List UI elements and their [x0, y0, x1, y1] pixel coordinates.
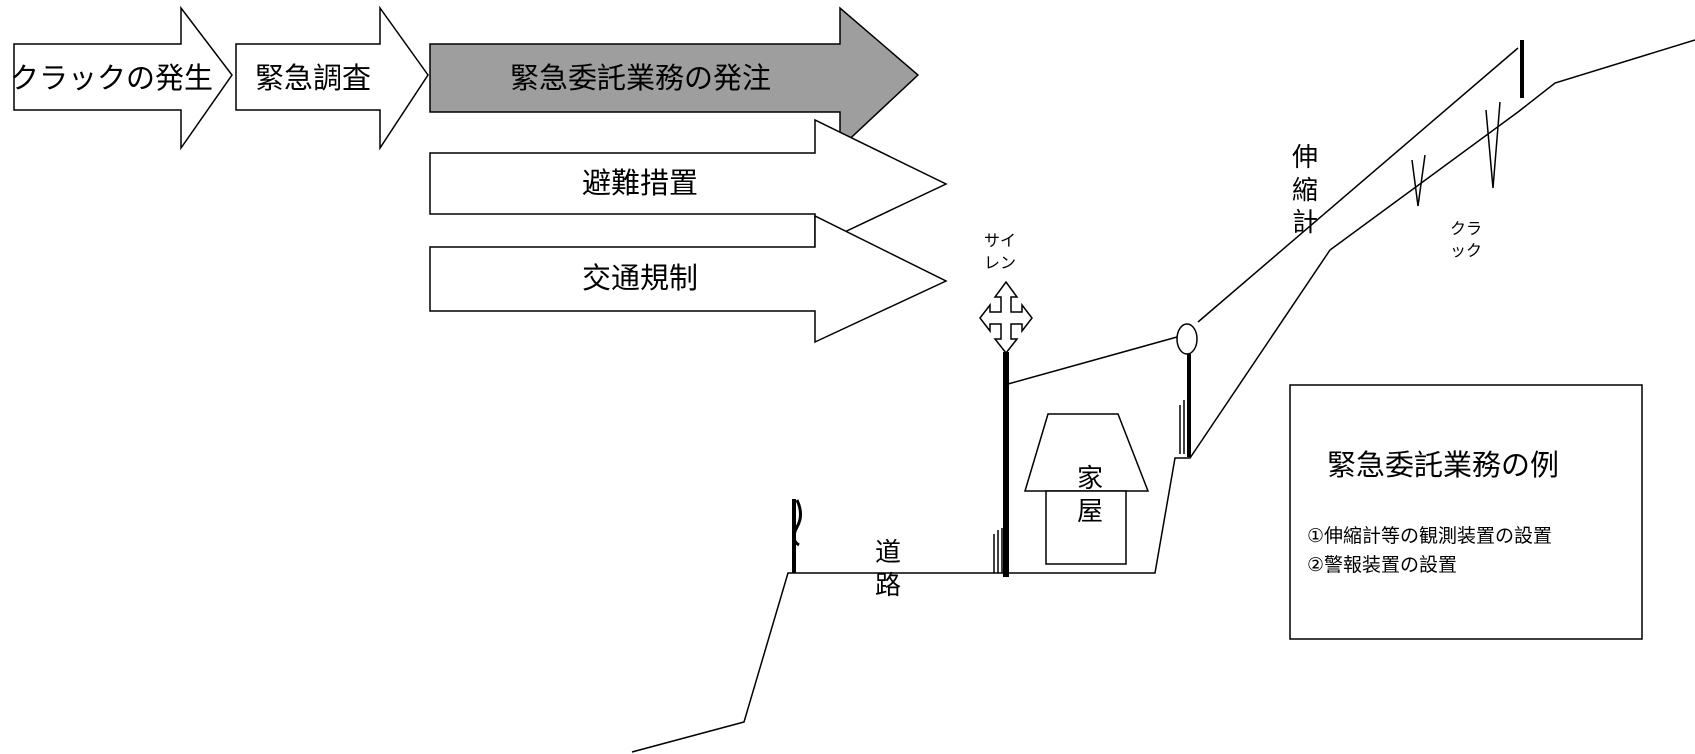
crack-mark-1: [1411, 154, 1426, 207]
step-emergency-survey-label: 緊急調査: [255, 61, 372, 95]
house-body: [1045, 490, 1127, 565]
legend-item-2: ②警報装置の設置: [1307, 554, 1458, 576]
step-crack-occurrence-label: クラックの発生: [10, 61, 214, 95]
extensometer-device-icon: [1176, 323, 1198, 355]
extensometer-wire: [1197, 47, 1519, 323]
arrow-evacuation: [429, 118, 948, 248]
crack-label: クラック: [1450, 219, 1483, 261]
legend-title: 緊急委託業務の例: [1327, 448, 1560, 482]
crack-mark-2: [1485, 101, 1501, 189]
house-label: 家屋: [1076, 464, 1103, 527]
step-evacuation-label: 避難措置: [582, 166, 699, 200]
siren-icon: [979, 280, 1033, 355]
extensometer-label: 伸縮計: [1291, 143, 1318, 238]
siren-label: サイレン: [984, 231, 1017, 273]
arrow-emergency-survey: [235, 5, 429, 151]
alarm-cable: [1007, 336, 1178, 385]
arrow-emergency-contract: [429, 6, 920, 150]
house-roof: [1023, 413, 1150, 492]
arrow-crack-occurrence: [13, 5, 233, 151]
legend-box: [1289, 384, 1643, 640]
legend-item-1: ①伸縮計等の観測装置の設置: [1307, 525, 1553, 547]
arrow-traffic-control: [429, 214, 948, 344]
step-traffic-control-label: 交通規制: [582, 261, 699, 295]
ground-profile-line: [631, 39, 1695, 753]
road-label: 道路: [874, 538, 901, 601]
step-emergency-contract-label: 緊急委託業務の発注: [510, 61, 772, 95]
